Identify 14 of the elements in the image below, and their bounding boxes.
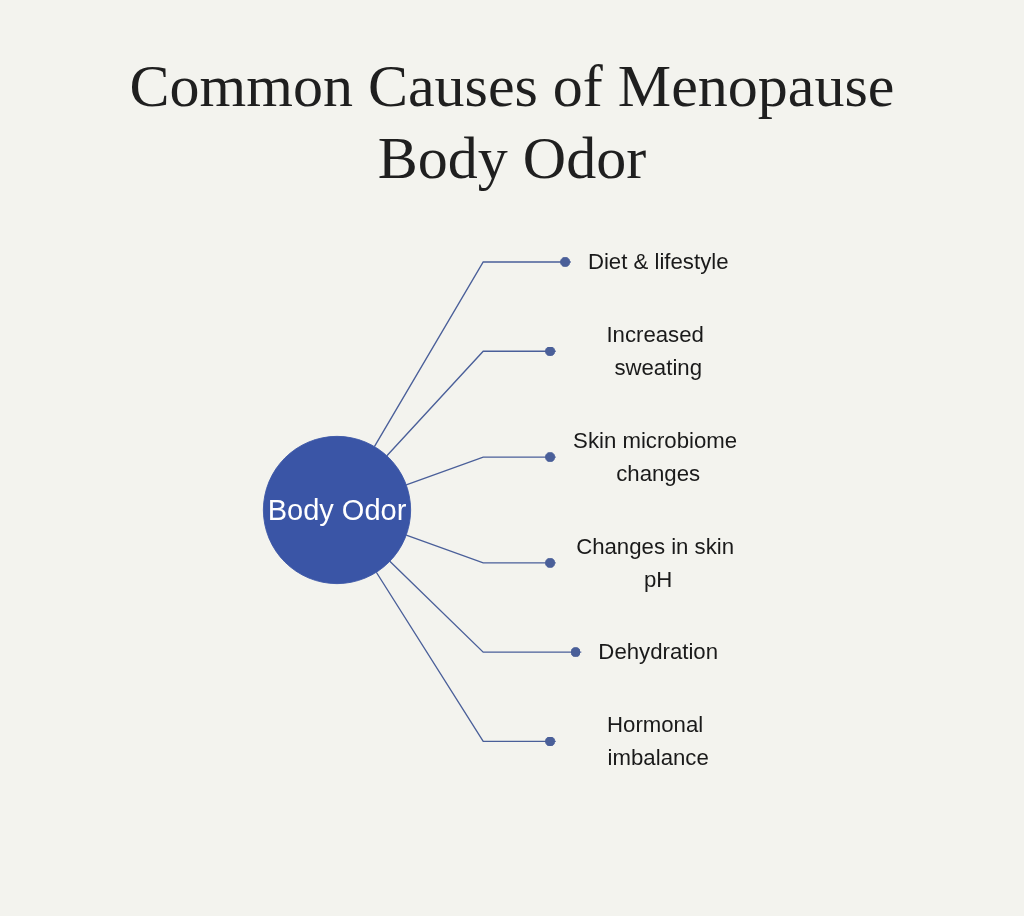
node-text: Increased sweating [606, 321, 704, 381]
connector [373, 256, 572, 448]
node-text: Changes in skin pH [576, 533, 735, 592]
node-text: Diet & lifestyle [587, 248, 729, 275]
connector [389, 560, 582, 658]
connector [386, 346, 557, 457]
connector [405, 451, 557, 486]
connector [405, 534, 557, 569]
title: Common Causes of Menopause Body Odor [128, 52, 896, 193]
node-circle: Body Odor [262, 435, 412, 585]
node-text: Dehydration [598, 638, 719, 665]
node-text: Skin microbiome changes [573, 427, 738, 487]
node-text: Hormonal imbalance [607, 711, 709, 771]
connector [375, 571, 557, 747]
